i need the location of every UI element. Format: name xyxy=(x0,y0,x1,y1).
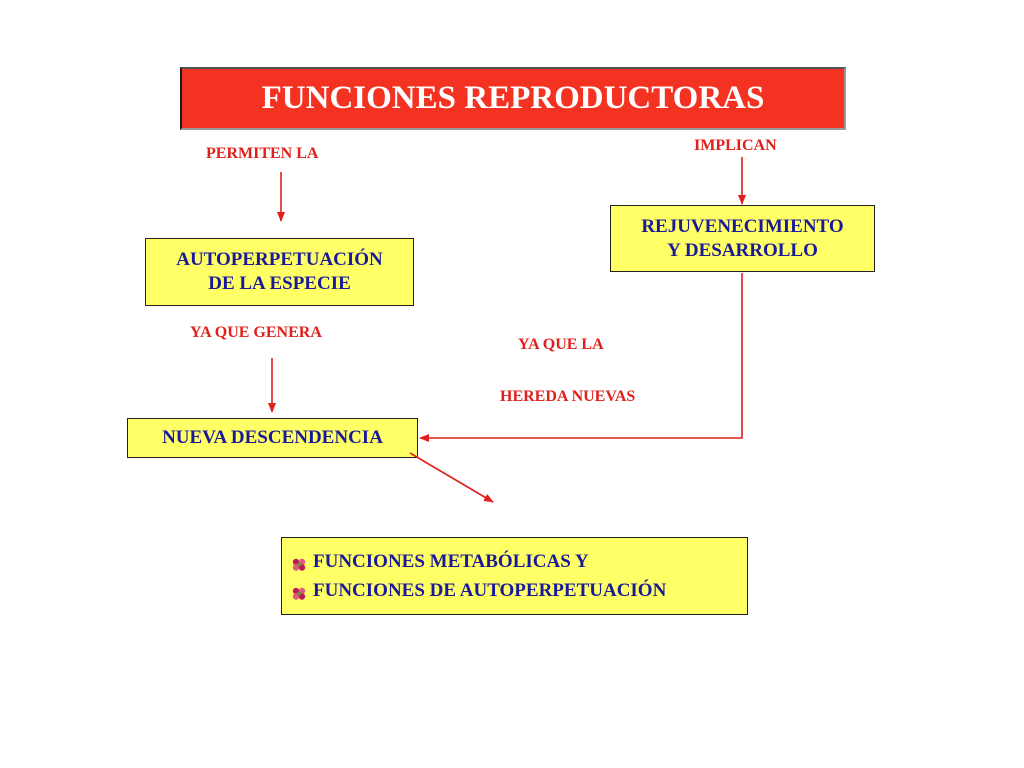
diagram-title: FUNCIONES REPRODUCTORAS xyxy=(180,67,846,130)
arrow-hereda xyxy=(419,273,743,442)
result-item-text: FUNCIONES DE AUTOPERPETUACIÓN xyxy=(313,579,667,601)
label-permiten: PERMITEN LA xyxy=(206,145,319,162)
label-ya-que-genera: YA QUE GENERA xyxy=(190,324,322,341)
box-rejuvenecimiento-line2: Y DESARROLLO xyxy=(667,239,818,261)
label-hereda-nuevas: HEREDA NUEVAS xyxy=(500,388,636,405)
box-rejuvenecimiento: REJUVENECIMIENTO Y DESARROLLO xyxy=(610,205,875,272)
bullet-flower-icon xyxy=(292,555,306,571)
label-implican: IMPLICAN xyxy=(694,137,777,154)
label-ya-que-la: YA QUE LA xyxy=(518,336,604,353)
bullet-flower-icon xyxy=(292,584,306,600)
box-nueva-descendencia-text: NUEVA DESCENDENCIA xyxy=(162,427,383,449)
result-item-text: FUNCIONES METABÓLICAS Y xyxy=(313,550,589,572)
result-box: FUNCIONES METABÓLICAS Y FUNCIONES DE AUT… xyxy=(281,537,748,615)
box-autoperpetuacion-line2: DE LA ESPECIE xyxy=(208,273,351,294)
box-autoperpetuacion: AUTOPERPETUACIÓN DE LA ESPECIE xyxy=(145,238,414,306)
box-autoperpetuacion-line1: AUTOPERPETUACIÓN xyxy=(176,249,383,271)
result-item: FUNCIONES METABÓLICAS Y xyxy=(292,547,747,576)
box-nueva-descendencia: NUEVA DESCENDENCIA xyxy=(127,418,418,458)
diagram-title-text: FUNCIONES REPRODUCTORAS xyxy=(261,80,765,116)
arrow-to-result xyxy=(409,452,494,503)
result-item: FUNCIONES DE AUTOPERPETUACIÓN xyxy=(292,576,747,605)
box-rejuvenecimiento-line1: REJUVENECIMIENTO xyxy=(641,215,844,237)
